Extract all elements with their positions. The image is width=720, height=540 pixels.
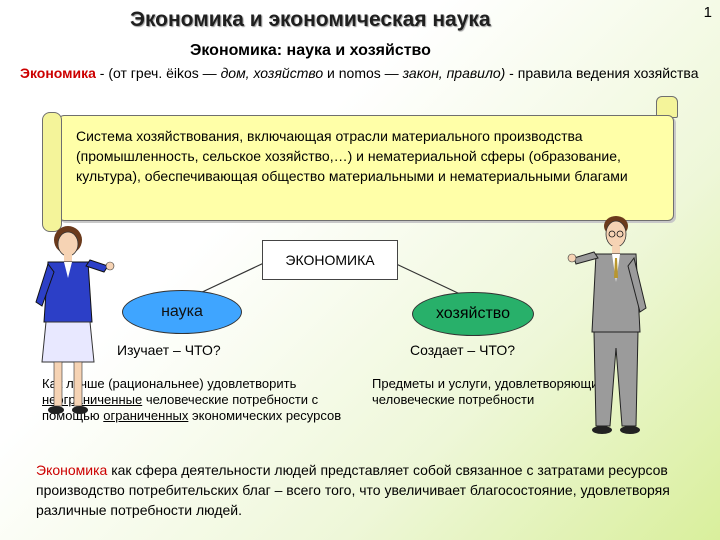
definition-italic2: закон, правило): [402, 65, 506, 81]
definition-term: Экономика: [20, 65, 96, 81]
left-question: Изучает – ЧТО?: [117, 342, 221, 358]
science-oval: наука: [122, 290, 242, 334]
bottom-rest: как сфера деятельности людей представляе…: [36, 462, 670, 518]
slide-subtitle: Экономика: наука и хозяйство: [190, 42, 431, 59]
household-oval: хозяйство: [412, 292, 534, 336]
woman-figure-icon: [35, 226, 115, 414]
scroll-text: Система хозяйствования, включающая отрас…: [76, 128, 628, 184]
definition-part1: - (от греч. ëikos —: [95, 65, 221, 81]
definition-text: Экономика - (от греч. ëikos — дом, хозяй…: [20, 64, 710, 82]
page-number: 1: [703, 4, 712, 21]
left-desc-t3: экономических ресурсов: [188, 408, 342, 423]
bottom-term: Экономика: [36, 462, 108, 478]
slide-title: Экономика и экономическая наука: [130, 8, 491, 31]
right-description: Предметы и услуги, удовлетворяющие челов…: [372, 376, 606, 407]
scroll-callout: [58, 115, 674, 221]
left-desc-u1: неограниченные: [42, 392, 143, 407]
right-question: Создает – ЧТО?: [410, 342, 516, 358]
left-description: Как лучше (рациональнее) удовлетворить н…: [42, 376, 362, 424]
definition-part2: и nomos —: [323, 65, 403, 81]
scroll-roll-left-icon: [42, 112, 62, 232]
definition-italic1: дом, хозяйство: [220, 65, 324, 81]
left-desc-t1: Как лучше (рациональнее) удовлетворить: [42, 376, 297, 391]
man-figure-icon: [567, 216, 647, 434]
left-desc-u2: ограниченных: [103, 408, 189, 423]
economy-box: ЭКОНОМИКА: [262, 240, 398, 280]
definition-part3: - правила ведения хозяйства: [505, 65, 699, 81]
bottom-paragraph: Экономика как сфера деятельности людей п…: [36, 460, 696, 520]
